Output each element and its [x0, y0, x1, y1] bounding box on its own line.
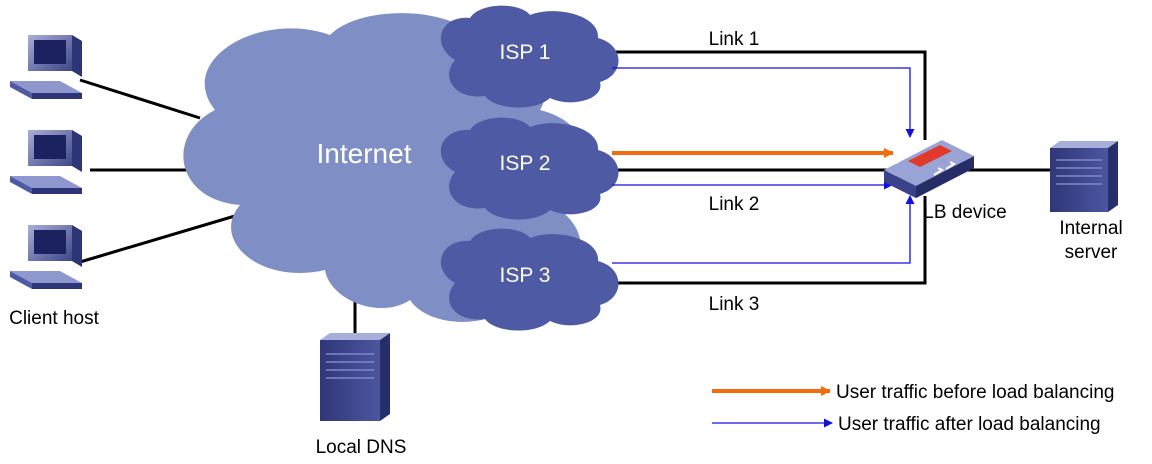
client-connections: [79, 78, 256, 264]
client-computer-icon-2: [10, 130, 82, 194]
load-balancer-icon: [884, 140, 974, 198]
internal-server-label-line2: server: [1065, 242, 1118, 263]
isp1-label: ISP 1: [500, 41, 551, 64]
isp3-label: ISP 3: [500, 264, 551, 287]
isp2-cloud: ISP 2: [440, 117, 619, 220]
link1-label: Link 1: [709, 29, 760, 50]
internet-label: Internet: [317, 138, 412, 169]
lb-device-label: LB device: [923, 202, 1006, 223]
after-lb-arrow-link1: [612, 67, 915, 138]
link1-line: [560, 50, 927, 140]
after-lb-arrow-link3: [612, 195, 915, 264]
local-dns-server-icon: [320, 333, 390, 421]
internal-server-label-line1: Internal: [1059, 218, 1122, 239]
legend-after-label: User traffic after load balancing: [838, 414, 1101, 435]
link3-label: Link 3: [709, 294, 760, 315]
traffic-arrows: [612, 67, 915, 264]
client-host-label: Client host: [9, 308, 99, 329]
legend: User traffic before load balancing User …: [712, 382, 1114, 435]
isp3-cloud: ISP 3: [440, 228, 619, 331]
client-computer-icon-3: [10, 225, 82, 289]
isp1-cloud: ISP 1: [440, 5, 619, 108]
local-dns-label: Local DNS: [316, 437, 407, 458]
client-computer-icon-1: [10, 35, 82, 99]
internal-server-icon: [1050, 141, 1118, 212]
isp2-label: ISP 2: [500, 152, 551, 175]
link2-label: Link 2: [709, 194, 760, 215]
link3-line: [560, 196, 927, 285]
legend-before-label: User traffic before load balancing: [836, 382, 1114, 403]
